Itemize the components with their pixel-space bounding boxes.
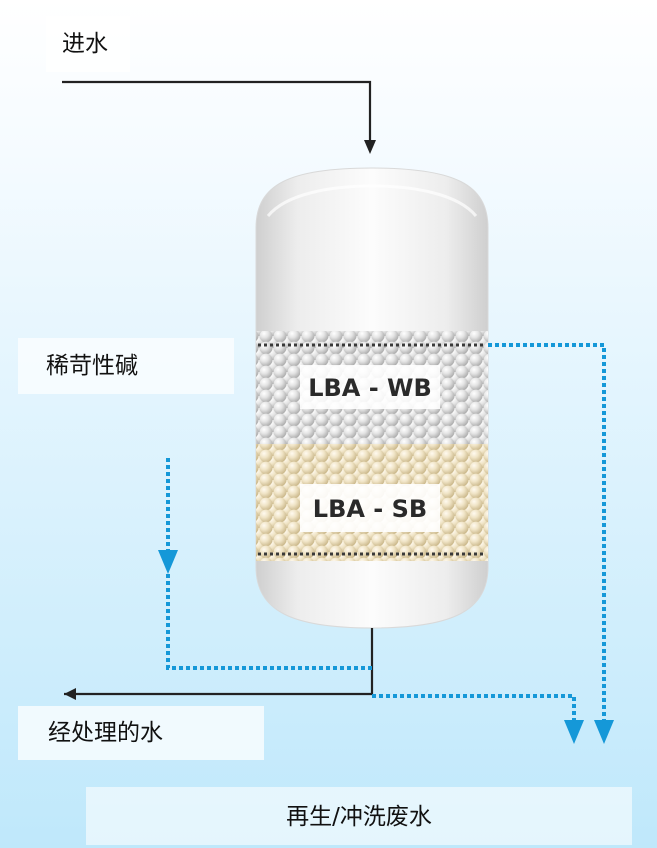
regeneration-waste-label-box: 再生/冲洗废水 [86, 787, 632, 845]
layer-label-box-sb [300, 484, 440, 532]
regeneration-bottom-dotted [372, 694, 576, 722]
layer-label-sb: LBA - SB [313, 495, 427, 523]
vessel-group: LBA - WB LBA - SB [255, 167, 489, 629]
treated-water-label: 经处理的水 [48, 719, 163, 746]
regeneration-right-dotted [488, 343, 606, 722]
inlet-pipe-line [62, 80, 372, 140]
regeneration-waste-label: 再生/冲洗废水 [286, 803, 432, 830]
inlet-label-box: 进水 [46, 16, 130, 72]
treated-water-label-box: 经处理的水 [18, 706, 264, 760]
regeneration-bottom-arrow [564, 720, 584, 744]
layer-label-wb: LBA - WB [308, 374, 432, 402]
inlet-label: 进水 [62, 30, 108, 57]
regeneration-right-arrow [594, 720, 614, 744]
layer-label-box-wb [300, 365, 440, 409]
dilute-caustic-label-box: 稀苛性碱 [18, 338, 234, 394]
vessel-highlight [266, 184, 478, 217]
inlet-arrow-head [364, 140, 376, 154]
treated-water-arrow-head [64, 688, 76, 700]
dilute-caustic-label: 稀苛性碱 [46, 352, 138, 379]
caustic-bottom-dotted [166, 574, 372, 670]
caustic-arrow-head [158, 550, 178, 574]
